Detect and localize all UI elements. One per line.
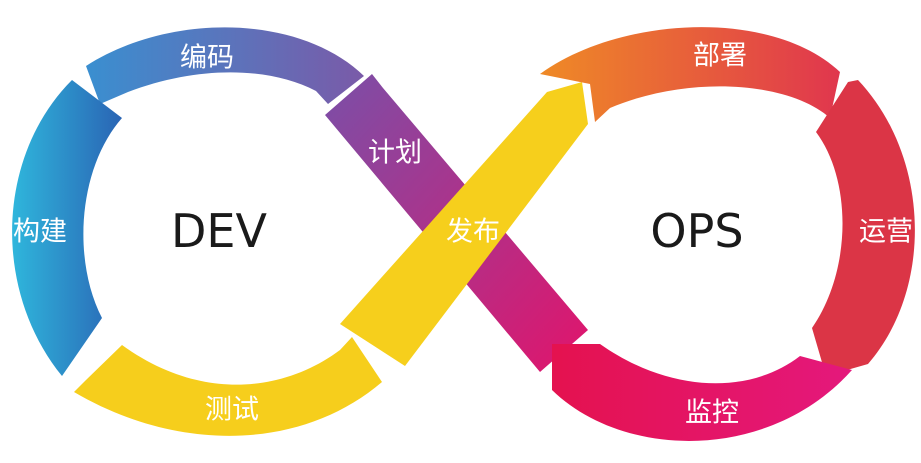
build-label: 构建 — [13, 217, 67, 248]
test-label: 测试 — [205, 395, 259, 426]
ops-title: OPS — [650, 204, 743, 258]
deploy-label: 部署 — [693, 41, 747, 72]
release-label: 发布 — [446, 217, 500, 248]
test-segment — [74, 337, 382, 436]
operate-segment — [812, 80, 915, 376]
monitor-segment — [552, 344, 852, 441]
code-label: 编码 — [180, 43, 234, 74]
operate-label: 运营 — [859, 217, 913, 248]
code-segment — [86, 27, 364, 104]
plan-label: 计划 — [368, 138, 422, 169]
dev-title: DEV — [171, 204, 267, 258]
monitor-label: 监控 — [685, 398, 739, 429]
build-segment — [12, 80, 122, 376]
deploy-segment — [540, 27, 840, 123]
release-segment — [340, 82, 588, 366]
